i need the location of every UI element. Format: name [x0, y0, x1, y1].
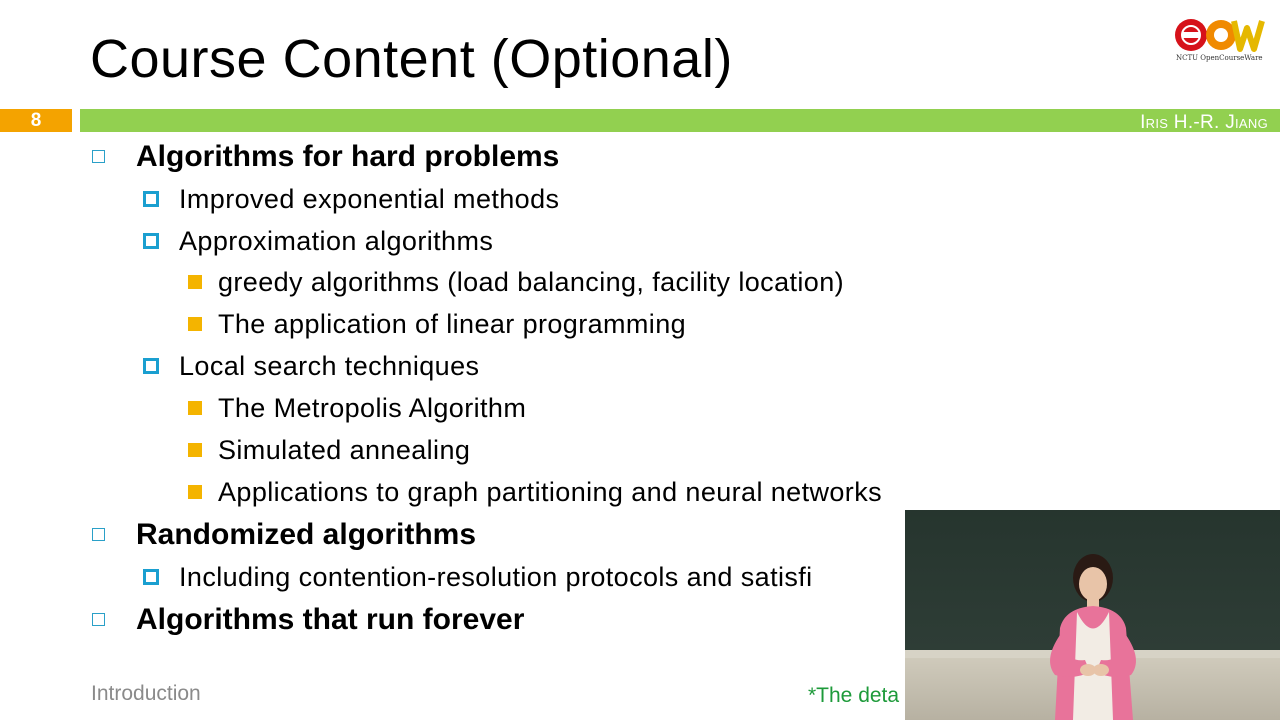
orange-square-icon — [188, 484, 202, 499]
list-item: Algorithms that run forever — [92, 603, 524, 637]
list-item: The Metropolis Algorithm — [188, 393, 526, 424]
list-item: Algorithms for hard problems — [92, 140, 559, 174]
lecturer-figure — [1050, 554, 1136, 720]
ocw-logo-icon — [1175, 19, 1265, 52]
list-item: Simulated annealing — [188, 435, 470, 466]
orange-square-icon — [188, 400, 202, 415]
hollow-square-icon — [92, 527, 105, 541]
slide-title: Course Content (Optional) — [90, 29, 733, 89]
blue-square-icon — [143, 190, 159, 207]
list-item: Randomized algorithms — [92, 518, 476, 552]
footer-section-label: Introduction — [91, 682, 201, 705]
page-number: 8 — [0, 109, 72, 132]
list-item: Improved exponential methods — [143, 184, 559, 215]
lecturer-video-overlay — [905, 510, 1280, 720]
list-item: The application of linear programming — [188, 309, 686, 340]
header-bar — [80, 109, 1280, 132]
blue-square-icon — [143, 568, 159, 585]
orange-square-icon — [188, 442, 202, 457]
hollow-square-icon — [92, 149, 105, 163]
list-item: Approximation algorithms — [143, 226, 493, 257]
logo-caption: NCTU OpenCourseWare — [1176, 54, 1263, 62]
author-name: Iris H.-R. Jiang — [1140, 112, 1268, 133]
blue-square-icon — [143, 357, 159, 374]
list-item: Including contention-resolution protocol… — [143, 562, 813, 593]
list-item: greedy algorithms (load balancing, facil… — [188, 267, 844, 298]
hollow-square-icon — [92, 612, 105, 626]
orange-square-icon — [188, 316, 202, 331]
blue-square-icon — [143, 232, 159, 249]
footer-note: *The deta — [808, 684, 900, 707]
list-item: Applications to graph partitioning and n… — [188, 477, 882, 508]
orange-square-icon — [188, 274, 202, 289]
list-item: Local search techniques — [143, 351, 479, 382]
